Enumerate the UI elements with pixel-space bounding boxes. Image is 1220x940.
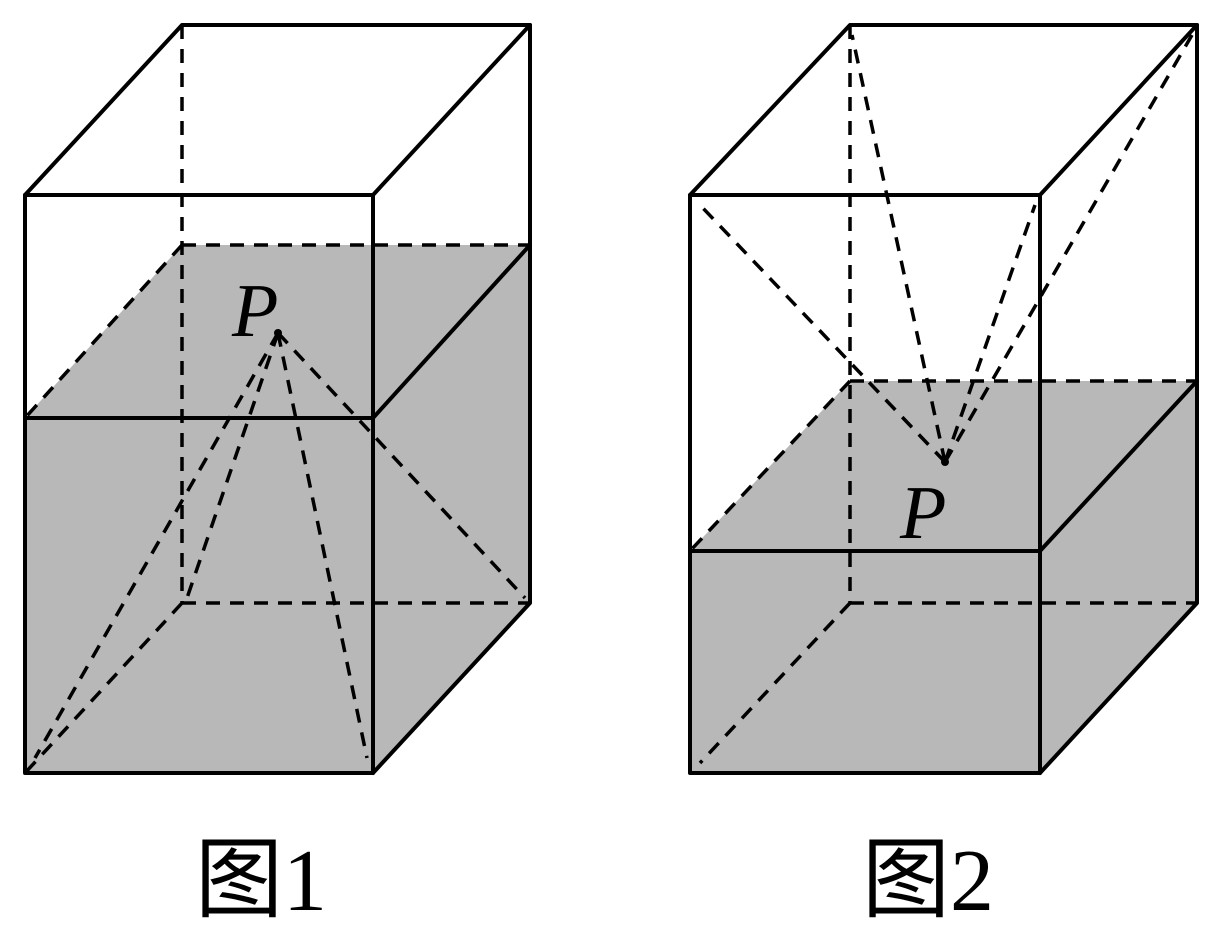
water-right-line-2 [1038, 379, 1199, 553]
water-left-edge-1 [23, 243, 184, 420]
segment-p-b-1 [276, 332, 369, 759]
water-surface-2 [690, 381, 1197, 551]
segment-p-c-1 [276, 331, 527, 600]
water-left-edge-2 [688, 379, 852, 553]
segment-p-b-2 [850, 34, 947, 463]
point-p-label-2: P [899, 471, 946, 555]
figure-2: P 图2 [688, 23, 1199, 930]
water-right-face-2 [1040, 381, 1197, 773]
water-front-face-1 [25, 418, 373, 773]
box-right-edges-1 [371, 23, 532, 775]
box-right-edges-2 [1038, 23, 1199, 775]
point-p-label-1: P [231, 269, 278, 353]
figure-1: P 图1 [23, 23, 532, 930]
water-front-face-2 [690, 551, 1040, 773]
box-top-face-1 [23, 23, 532, 197]
caption-figure-1: 图1 [195, 833, 327, 930]
hidden-left-bottom-2 [698, 601, 852, 765]
segment-p-d-2 [943, 204, 1037, 463]
box-top-face-2 [688, 23, 1199, 197]
point-p-dot-2 [941, 458, 949, 466]
segment-p-a-1 [33, 332, 280, 759]
water-body-2 [690, 381, 1197, 773]
hidden-left-bottom-1 [23, 601, 184, 775]
caption-figure-2: 图2 [862, 833, 994, 930]
segment-p-a-2 [698, 203, 947, 464]
water-right-line-1 [371, 243, 532, 420]
segment-p-c-2 [943, 34, 1194, 463]
hidden-edges-2 [688, 25, 1197, 765]
visible-edges-2 [688, 23, 1199, 775]
point-p-dot-1 [274, 329, 282, 337]
hidden-edges-1 [23, 25, 530, 775]
visible-edges-1 [23, 23, 532, 775]
